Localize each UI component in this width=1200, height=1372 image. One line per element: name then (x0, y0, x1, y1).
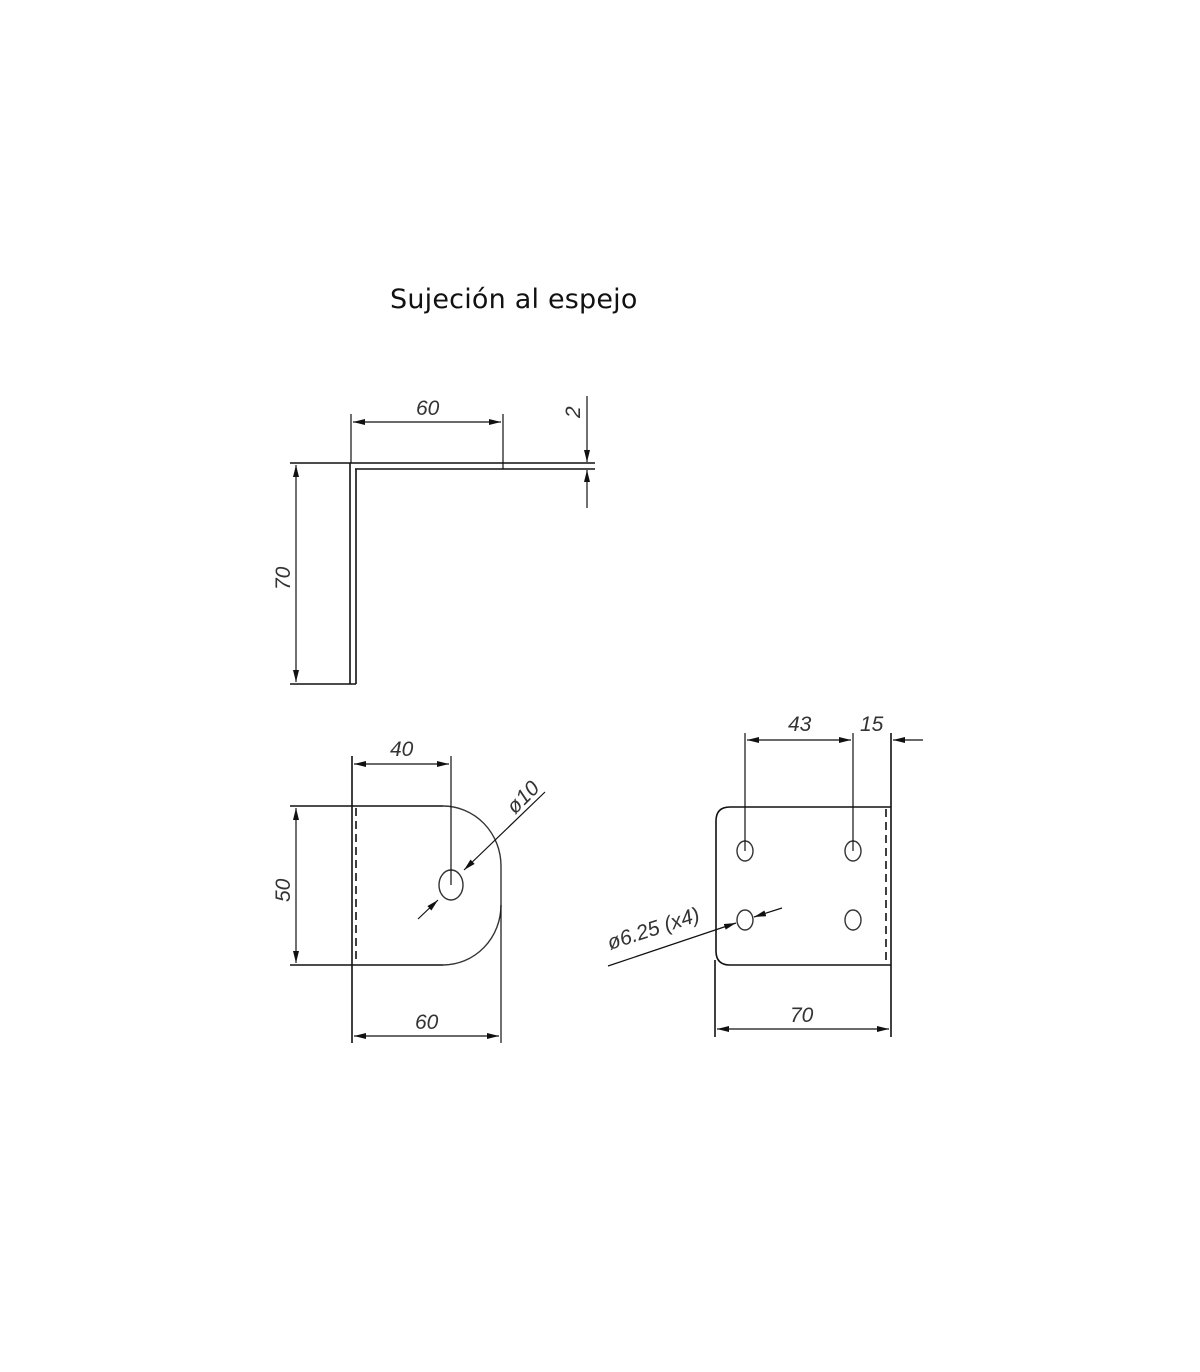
front-dim-40: 40 (390, 738, 414, 761)
side-view: 60 70 2 (272, 396, 595, 685)
front-dim-50: 50 (272, 878, 295, 902)
side-dim-2: 2 (562, 406, 585, 419)
side-dim-70: 70 (272, 566, 295, 590)
top-dim-d625: ø6.25 (x4) (604, 903, 702, 954)
front-dim-d10: ø10 (502, 776, 544, 818)
side-dim-60: 60 (416, 397, 440, 420)
front-view: 40 ø10 50 60 (272, 738, 546, 1043)
top-view: 43 15 ø6.25 (x4) 70 (604, 713, 923, 1037)
top-dim-70: 70 (790, 1004, 814, 1027)
top-dim-15: 15 (860, 713, 884, 736)
drawing-title: Sujeción al espejo (390, 284, 638, 315)
top-dim-43: 43 (788, 713, 812, 736)
front-dim-60: 60 (415, 1011, 439, 1034)
